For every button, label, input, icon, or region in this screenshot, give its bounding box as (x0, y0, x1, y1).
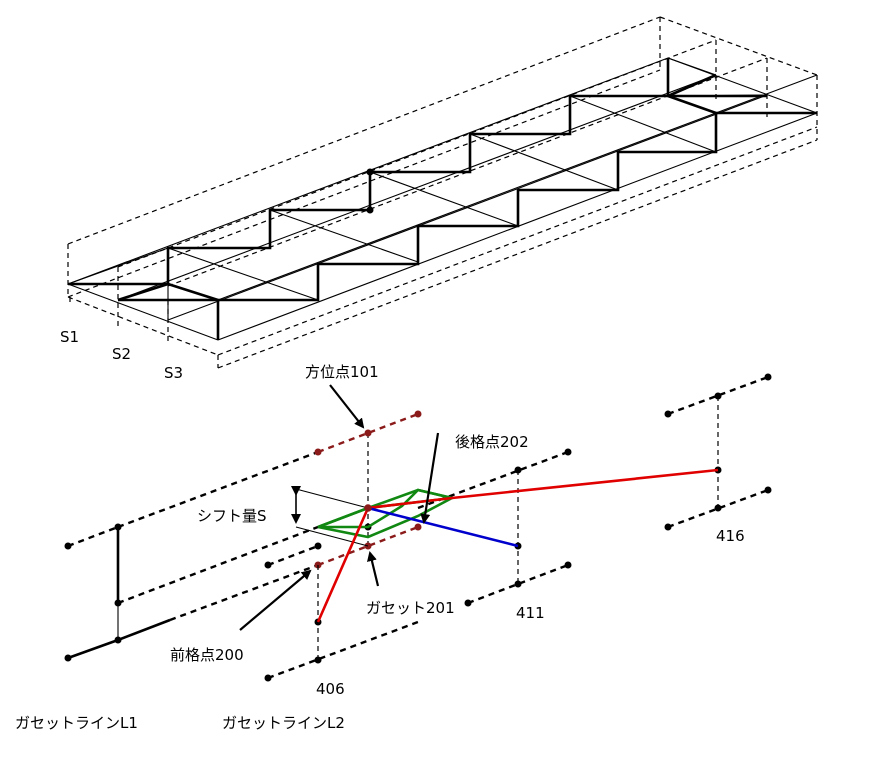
gusset-line-l1-cluster (64, 450, 319, 662)
gusset-detail-figure: 方位点101 後格点202 シフト量S ガセット201 前格点200 406 4… (15, 363, 772, 732)
label-406: 406 (316, 680, 345, 698)
node-416-cluster (664, 373, 772, 531)
arrow-front-grid-point (239, 569, 312, 631)
arrow-rear-grid-point (420, 432, 440, 524)
label-gusset-line-l1: ガセットラインL1 (15, 714, 138, 732)
label-gusset-line-l2: ガセットラインL2 (222, 714, 345, 732)
label-s3: S3 (164, 364, 183, 382)
label-front-grid-point: 前格点200 (170, 646, 244, 664)
shift-amount-indicator (291, 486, 369, 547)
arrow-gusset (367, 551, 380, 587)
label-gusset: ガセット201 (366, 599, 455, 617)
label-shift-amount: シフト量S (197, 507, 267, 525)
truss-node-lower (366, 206, 374, 214)
label-rear-grid-point: 後格点202 (455, 433, 529, 451)
label-411: 411 (516, 604, 545, 622)
truss-3d-figure: S1 S2 S3 (60, 16, 818, 382)
label-s2: S2 (112, 345, 131, 363)
truss-thin-frame (67, 57, 818, 341)
blue-path (367, 506, 519, 548)
arrow-azimuth-point (329, 384, 365, 429)
node-406-cluster (264, 542, 419, 682)
red-path (316, 468, 719, 623)
truss-node-upper (366, 168, 374, 176)
label-s1: S1 (60, 328, 79, 346)
label-416: 416 (716, 527, 745, 545)
label-azimuth-point: 方位点101 (305, 363, 379, 381)
gusset-line-l2-points (314, 410, 422, 569)
gusset-center-node (364, 504, 372, 512)
